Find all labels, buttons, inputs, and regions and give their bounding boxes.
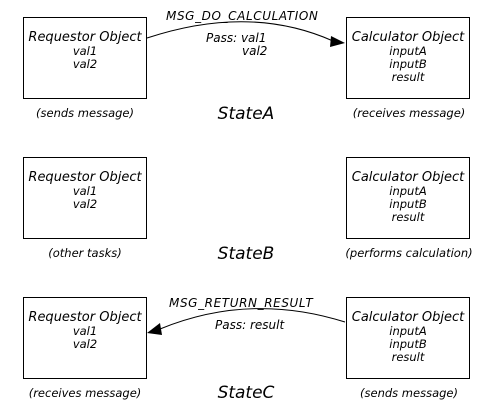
calculator-object-box-a: Calculator Object inputA inputB result xyxy=(346,17,470,99)
arrow-do-calculation-head xyxy=(330,36,345,47)
state-label-a: StateA xyxy=(217,104,275,124)
calculator-title: Calculator Object xyxy=(351,170,465,185)
state-label-b: StateB xyxy=(217,244,275,264)
message-label-a: MSG_DO_CALCULATION xyxy=(166,9,319,23)
calculator-field-inputb: inputB xyxy=(389,197,427,211)
requestor-field-val1: val1 xyxy=(72,324,98,338)
calculator-title: Calculator Object xyxy=(351,30,465,45)
requestor-object-box-c: Requestor Object val1 val2 xyxy=(23,297,147,379)
left-caption-c: (receives message) xyxy=(28,386,142,400)
right-caption-c: (sends message) xyxy=(360,386,458,400)
calculator-field-result: result xyxy=(391,350,425,364)
message-label-c: MSG_RETURN_RESULT xyxy=(169,296,314,310)
requestor-title: Requestor Object xyxy=(28,310,142,325)
calculator-field-inputa: inputA xyxy=(389,44,427,58)
calculator-object-box-c: Calculator Object inputA inputB result xyxy=(346,297,470,379)
requestor-object-box-a: Requestor Object val1 val2 xyxy=(23,17,147,99)
calculator-field-inputa: inputA xyxy=(389,324,427,338)
pass-label-c: Pass: result xyxy=(215,318,285,332)
requestor-field-val1: val1 xyxy=(72,184,98,198)
calculator-object-box-b: Calculator Object inputA inputB result xyxy=(346,157,470,239)
calculator-field-inputa: inputA xyxy=(389,184,427,198)
pass-extra-a: val2 xyxy=(242,44,268,58)
calculator-field-inputb: inputB xyxy=(389,337,427,351)
left-caption-a: (sends message) xyxy=(36,106,134,120)
requestor-field-val1: val1 xyxy=(72,44,98,58)
pass-label-a: Pass: val1 xyxy=(206,31,267,45)
calculator-field-result: result xyxy=(391,210,425,224)
arrow-do-calculation xyxy=(146,21,334,42)
right-caption-a: (receives message) xyxy=(352,106,466,120)
arrow-return-result-head xyxy=(147,323,162,335)
calculator-title: Calculator Object xyxy=(351,310,465,325)
requestor-field-val2: val2 xyxy=(72,57,98,71)
left-caption-b: (other tasks) xyxy=(48,246,122,260)
requestor-title: Requestor Object xyxy=(28,30,142,45)
requestor-field-val2: val2 xyxy=(72,337,98,351)
state-label-c: StateC xyxy=(217,383,275,403)
calculator-field-result: result xyxy=(391,70,425,84)
requestor-field-val2: val2 xyxy=(72,197,98,211)
calculator-field-inputb: inputB xyxy=(389,57,427,71)
right-caption-b: (performs calculation) xyxy=(345,246,473,260)
requestor-object-box-b: Requestor Object val1 val2 xyxy=(23,157,147,239)
requestor-title: Requestor Object xyxy=(28,170,142,185)
arrow-return-result xyxy=(159,308,346,330)
